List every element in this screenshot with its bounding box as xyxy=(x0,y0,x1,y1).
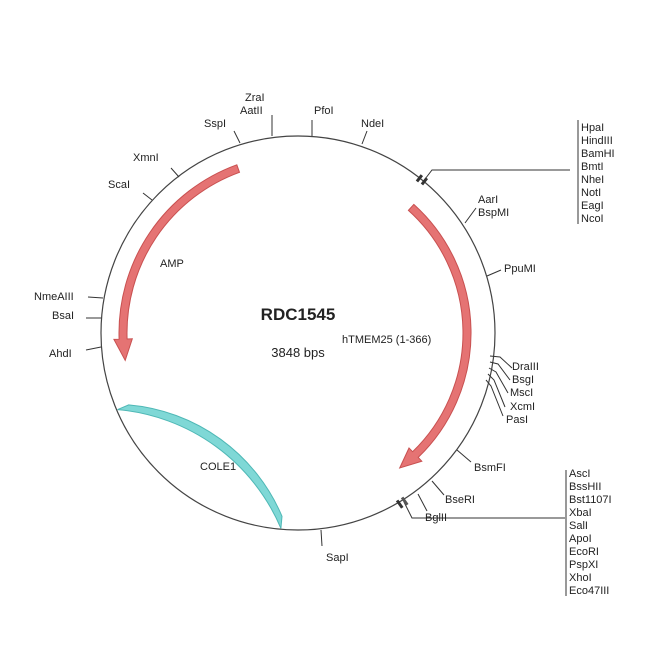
htmem25-label: hTMEM25 (1-366) xyxy=(342,334,431,346)
site-bamhi[interactable]: BamHI xyxy=(581,148,615,160)
site-ppumi[interactable]: PpuMI xyxy=(504,263,536,275)
site-bspmi[interactable]: BspMI xyxy=(478,207,509,219)
site-bst1107i[interactable]: Bst1107I xyxy=(569,494,612,506)
site-asci[interactable]: AscI xyxy=(569,468,590,480)
site-apoi[interactable]: ApoI xyxy=(569,533,592,545)
site-xmni[interactable]: XmnI xyxy=(133,152,159,164)
cole1-label: COLE1 xyxy=(200,461,236,473)
site-noti[interactable]: NotI xyxy=(581,187,601,199)
site-sspi[interactable]: SspI xyxy=(204,118,226,130)
site-scai[interactable]: ScaI xyxy=(108,179,130,191)
site-ecori[interactable]: EcoRI xyxy=(569,546,599,558)
site-ncoi[interactable]: NcoI xyxy=(581,213,604,225)
site-bmti[interactable]: BmtI xyxy=(581,161,604,173)
site-nhei[interactable]: NheI xyxy=(581,174,604,186)
site-zrai[interactable]: ZraI xyxy=(245,92,265,104)
site-hpai[interactable]: HpaI xyxy=(581,122,604,134)
site-aari[interactable]: AarI xyxy=(478,194,498,206)
plasmid-name: RDC1545 xyxy=(261,305,336,324)
site-ndei[interactable]: NdeI xyxy=(361,118,384,130)
site-xhoi[interactable]: XhoI xyxy=(569,572,592,584)
site-hindiii[interactable]: HindIII xyxy=(581,135,613,147)
site-bsai[interactable]: BsaI xyxy=(52,310,74,322)
site-pfoi[interactable]: PfoI xyxy=(314,105,334,117)
plasmid-backbone xyxy=(100,135,496,531)
site-draiii[interactable]: DraIII xyxy=(512,361,539,373)
site-bsgi[interactable]: BsgI xyxy=(512,374,534,386)
site-bseri[interactable]: BseRI xyxy=(445,494,475,506)
cole1-feature[interactable] xyxy=(117,404,283,529)
site-sapi[interactable]: SapI xyxy=(326,552,349,564)
site-nmeaiii[interactable]: NmeAIII xyxy=(34,291,74,303)
site-pasi[interactable]: PasI xyxy=(506,414,528,426)
site-pspxi[interactable]: PspXI xyxy=(569,559,598,571)
site-xbai[interactable]: XbaI xyxy=(569,507,592,519)
mcs2-site-list: AscIBssHIIBst1107IXbaISalIApoIEcoRIPspXI… xyxy=(569,468,612,597)
site-bsmfi[interactable]: BsmFI xyxy=(474,462,506,474)
site-bglii[interactable]: BglII xyxy=(425,512,447,524)
htmem25-arrow[interactable] xyxy=(398,203,472,469)
site-msci[interactable]: MscI xyxy=(510,387,533,399)
site-ticks xyxy=(85,115,579,596)
site-aatii[interactable]: AatII xyxy=(240,105,263,117)
site-xcmi[interactable]: XcmI xyxy=(510,401,535,413)
site-sali[interactable]: SalI xyxy=(569,520,588,532)
site-bsshii[interactable]: BssHII xyxy=(569,481,601,493)
site-ahdi[interactable]: AhdI xyxy=(49,348,72,360)
amp-label: AMP xyxy=(160,258,184,270)
site-eagi[interactable]: EagI xyxy=(581,200,604,212)
amp-arrow[interactable] xyxy=(113,164,241,362)
site-eco47iii[interactable]: Eco47III xyxy=(569,585,609,597)
plasmid-size: 3848 bps xyxy=(271,345,325,360)
